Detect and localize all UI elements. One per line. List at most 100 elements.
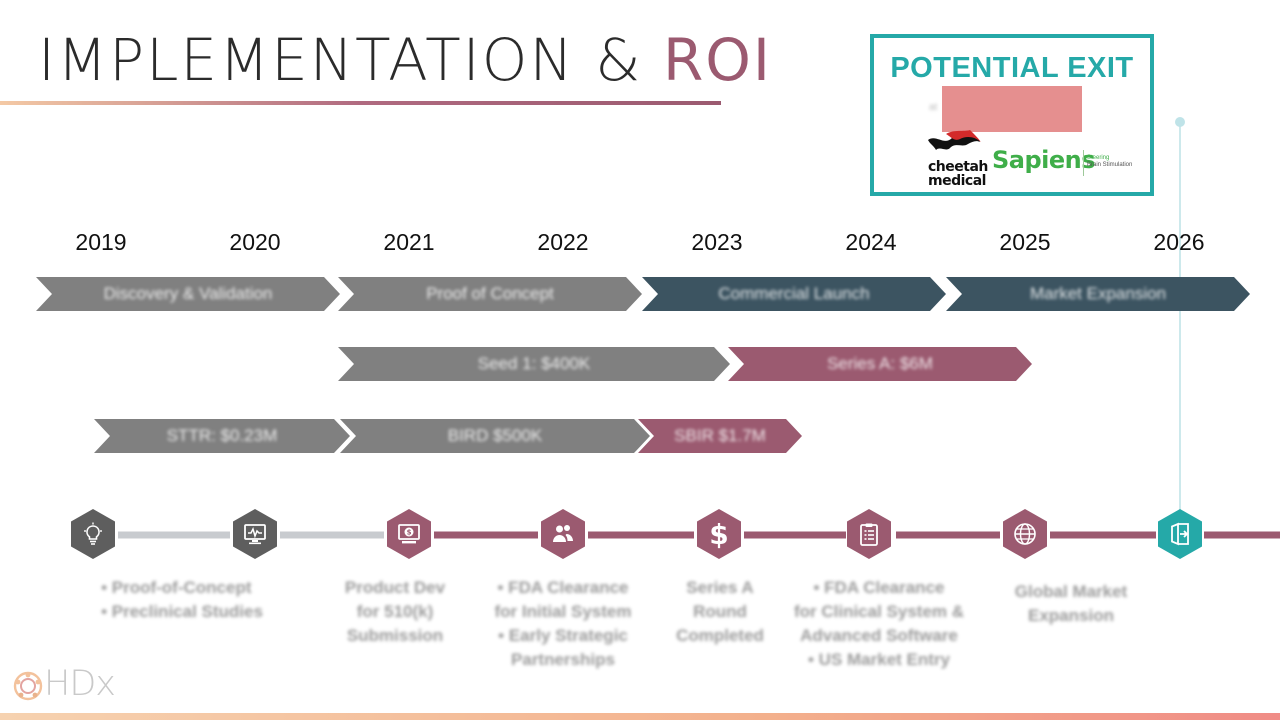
- funding-band-label: Seed 1: $400K: [477, 354, 591, 373]
- milestone-description: • FDA Clearance for Clinical System & Ad…: [794, 576, 964, 672]
- clipboard-icon: [860, 523, 878, 546]
- year-label: 2026: [1153, 229, 1205, 255]
- year-label: 2021: [383, 229, 435, 255]
- band-chevron: [946, 277, 1250, 311]
- phase-band: Market Expansion: [946, 277, 1250, 311]
- funding-band: Seed 1: $400K: [338, 347, 730, 381]
- potential-exit-prefix: at: [929, 102, 938, 113]
- milestone-description-line: Expansion: [1028, 606, 1114, 625]
- milestone-description-line: • FDA Clearance: [813, 578, 945, 597]
- band-chevron: [338, 347, 730, 381]
- band-chevron: [94, 419, 350, 453]
- funding-band: Series A: $6M: [728, 347, 1032, 381]
- band-chevron: [338, 277, 642, 311]
- hexagon-shape: [71, 509, 115, 559]
- potential-exit-title: POTENTIAL EXIT: [890, 52, 1134, 84]
- milestone: [539, 507, 587, 561]
- globe-icon: [1014, 523, 1036, 545]
- exit-connector-dot: [1175, 117, 1185, 127]
- hexagon-marker: [847, 509, 891, 559]
- band-chevron: [728, 347, 1032, 381]
- monitor-icon: [244, 524, 266, 545]
- cheetah-medical-logo: cheetah medical: [928, 160, 988, 188]
- milestone: [845, 507, 893, 561]
- year-label: 2025: [999, 229, 1051, 255]
- slide-title-main: IMPLEMENTATION &: [38, 26, 663, 94]
- band-shape: [338, 277, 642, 311]
- milestone-description-line: • Proof-of-Concept: [101, 578, 252, 597]
- redacted-block: [942, 86, 1082, 132]
- year-label: 2019: [75, 229, 127, 255]
- sapiens-tagline-1: Steering: [1087, 155, 1110, 161]
- title-underline: [0, 101, 721, 105]
- band-shape: [638, 419, 802, 453]
- hdx-logo-icon: [13, 671, 43, 701]
- footer-accent-bar: [0, 713, 1280, 720]
- slide-title: IMPLEMENTATION & ROI: [38, 26, 772, 94]
- band-shape: [728, 347, 1032, 381]
- lightbulb-icon: [84, 522, 102, 545]
- milestone-description-line: Advanced Software: [800, 626, 958, 645]
- milestone-description-line: Submission: [346, 626, 444, 645]
- year-label: 2023: [691, 229, 743, 255]
- grant-band-label: BIRD $500K: [447, 426, 543, 445]
- milestone: [1001, 507, 1049, 561]
- milestone-description: Product Dev for 510(k) Submission: [345, 576, 445, 648]
- milestone-description: Global Market Expansion: [1015, 580, 1127, 628]
- slide-title-accent: ROI: [662, 26, 772, 94]
- milestone-description-line: Round: [693, 602, 747, 621]
- phase-band: Proof of Concept: [338, 277, 642, 311]
- year-label: 2020: [229, 229, 281, 255]
- band-shape: [338, 347, 730, 381]
- potential-exit-box: POTENTIAL EXIT at cheetah medical Sapien…: [870, 34, 1154, 196]
- band-shape: [36, 277, 340, 311]
- dollar-sign-icon: $: [709, 517, 729, 551]
- milestone-description-line: Product Dev: [344, 578, 446, 597]
- funding-band-label: Series A: $6M: [827, 354, 933, 373]
- band-chevron: [340, 419, 650, 453]
- phase-band: Commercial Launch: [642, 277, 946, 311]
- hexagon-shape: [541, 509, 585, 559]
- band-shape: [94, 419, 350, 453]
- milestone-description-line: Global Market: [1014, 582, 1128, 601]
- milestone-description: • Proof-of-Concept • Preclinical Studies: [101, 576, 263, 624]
- phase-band-label: Proof of Concept: [426, 284, 554, 303]
- year-label: 2022: [537, 229, 589, 255]
- cheetah-logo-line1: cheetah: [928, 159, 988, 175]
- grant-band: BIRD $500K: [340, 419, 650, 453]
- dollar-screen-icon: $: [398, 524, 420, 544]
- milestone-description: • FDA Clearance for Initial System • Ear…: [495, 576, 632, 672]
- year-label: 2024: [845, 229, 897, 255]
- milestone-description-line: • Preclinical Studies: [101, 602, 263, 621]
- band-shape: [340, 419, 650, 453]
- users-icon: [553, 525, 573, 542]
- milestone: [69, 507, 117, 561]
- milestone-description-line: for Clinical System &: [793, 602, 965, 621]
- cheetah-logo-icon: [928, 130, 981, 150]
- grant-band-label: SBIR $1.7M: [674, 426, 766, 445]
- hexagon-shape: [847, 509, 891, 559]
- milestone-description-line: • Early Strategic: [498, 626, 628, 645]
- milestone-description-line: Completed: [676, 626, 764, 645]
- phase-band-label: Commercial Launch: [718, 284, 870, 303]
- phase-band-label: Discovery & Validation: [103, 284, 273, 303]
- milestone-description-line: for 510(k): [356, 602, 434, 621]
- band-chevron: [638, 419, 802, 453]
- milestone: [1156, 507, 1204, 561]
- cheetah-logo-line2: medical: [928, 173, 986, 189]
- milestone-description-line: for Initial System: [494, 602, 632, 621]
- sapiens-logo-divider: [1083, 150, 1084, 176]
- milestone-description-line: Series A: [686, 578, 754, 597]
- milestone-description-line: Partnerships: [511, 650, 615, 669]
- milestone-description-line: • US Market Entry: [808, 650, 950, 669]
- milestone: $: [385, 507, 433, 561]
- band-shape: [642, 277, 946, 311]
- sapiens-logo: Sapiens: [992, 146, 1096, 174]
- hexagon-marker: [697, 509, 741, 559]
- hexagon-marker: [71, 509, 115, 559]
- sapiens-tagline: Steering Brain Stimulation: [1087, 155, 1132, 169]
- grant-band: SBIR $1.7M: [638, 419, 802, 453]
- phase-band: Discovery & Validation: [36, 277, 340, 311]
- phase-band-label: Market Expansion: [1029, 284, 1167, 303]
- milestone-description-line: • FDA Clearance: [497, 578, 629, 597]
